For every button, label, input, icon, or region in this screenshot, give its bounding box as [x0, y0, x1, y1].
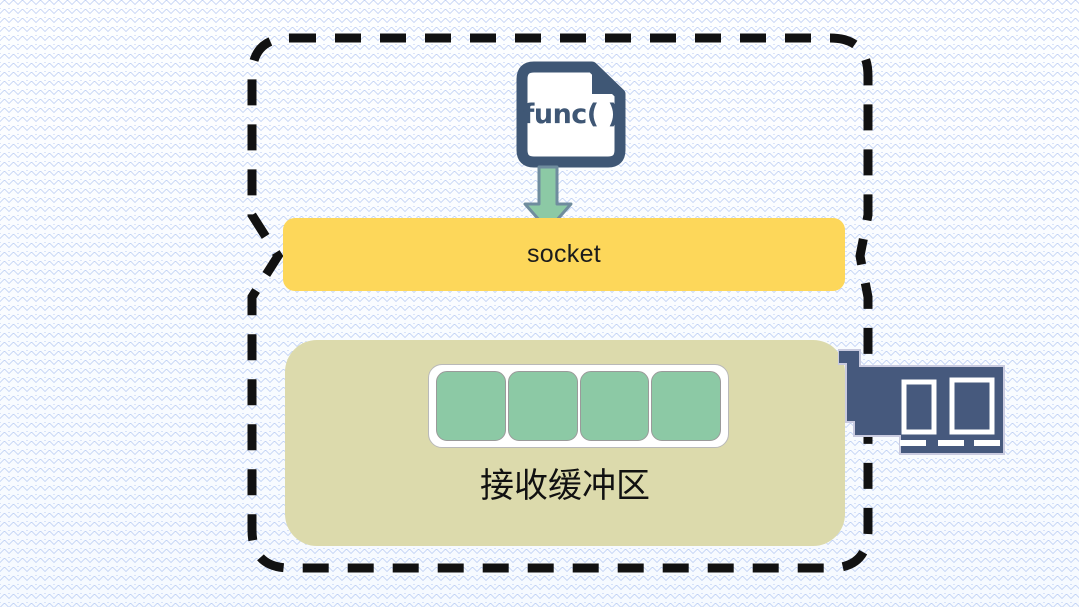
- func-label: func( ): [522, 99, 620, 130]
- packet-cell-3: [579, 371, 650, 441]
- packet-cell-2: [507, 371, 578, 441]
- socket-bar: socket: [283, 218, 845, 291]
- packet-cell-4: [651, 371, 721, 441]
- receive-buffer-label: 接收缓冲区: [480, 466, 650, 506]
- func-document-icon: [516, 61, 626, 168]
- data-flow-arrow-icon: [518, 164, 578, 234]
- buffer-cell-container: [428, 364, 729, 448]
- nic-icon: [837, 348, 1010, 470]
- packet-cell-1: [436, 371, 506, 441]
- socket-label: socket: [526, 240, 602, 268]
